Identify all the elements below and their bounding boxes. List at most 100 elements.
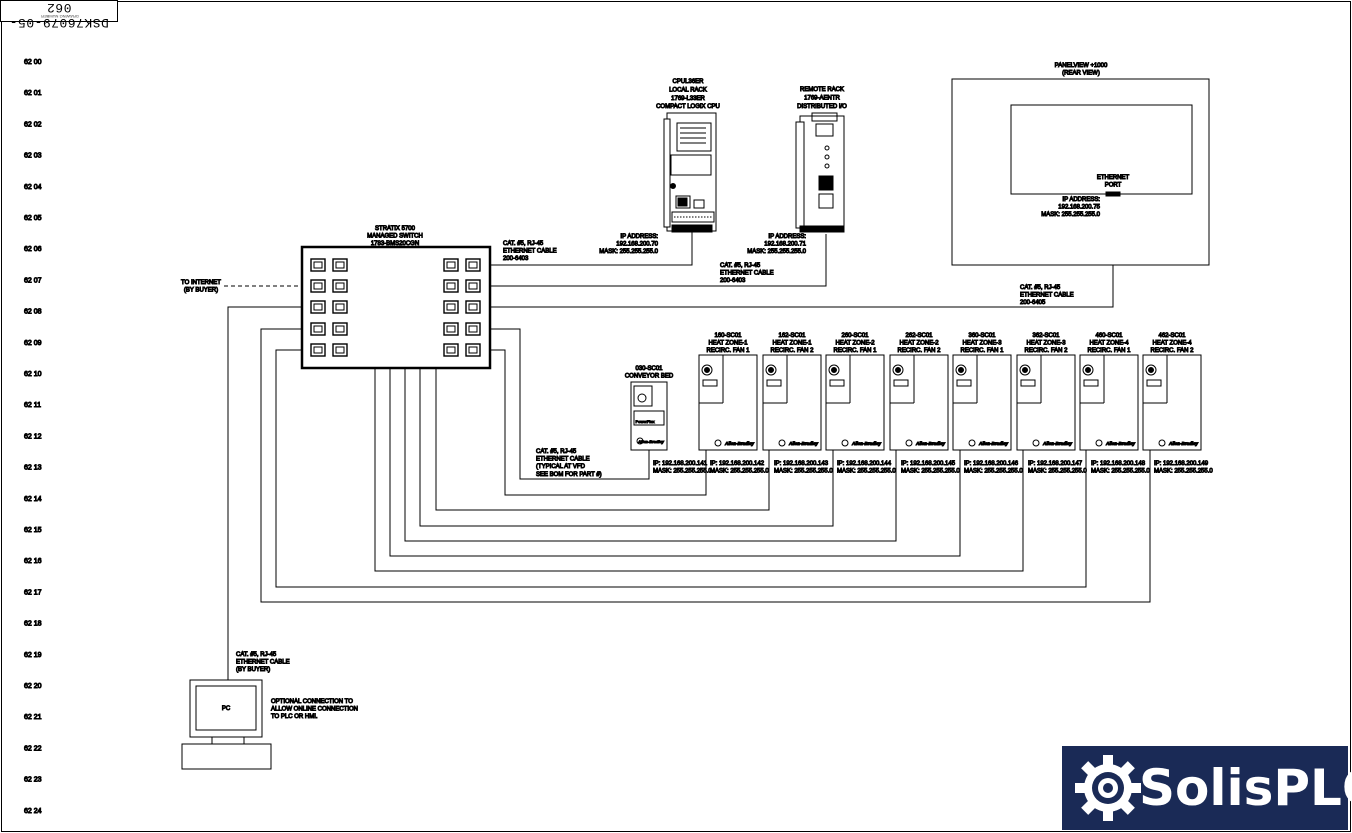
row-number: 62 20 (24, 683, 42, 690)
vfd-brand-1: Allen-Bradley (724, 441, 755, 446)
cable-3-line-2: ETHERNET CABLE (1020, 293, 1074, 299)
conveyor-ip-line-1: IP: 192.168.200.141 (653, 461, 708, 467)
switch-title-line-1: STRATIX 5700 (375, 226, 416, 232)
cable-2-line-2: ETHERNET CABLE (720, 271, 774, 277)
panelview-bezel (951, 78, 1210, 266)
remote-rack-drawing (795, 112, 845, 233)
vfd-drive-1: Allen-Bradley (698, 354, 758, 451)
cable-vfd-line-3: (TYPICAL AT VFD (536, 464, 586, 470)
vfd-drive-8: Allen-Bradley (1142, 354, 1202, 451)
vfd-drive-6: Allen-Bradley (1016, 354, 1076, 451)
vfd-4-title-line-1: 262-SC01 (905, 333, 933, 339)
vfd-3-title-line-2: HEAT ZONE-2 (835, 341, 875, 347)
row-number: 62 24 (24, 808, 42, 815)
vfd-brand-7: Allen-Bradley (1105, 441, 1136, 446)
switch-port (443, 279, 459, 293)
switch-port (332, 279, 348, 293)
conveyor-brand: Allen-Bradley (637, 439, 665, 444)
switch-port (443, 258, 459, 272)
row-number: 62 07 (24, 277, 42, 284)
row-number: 62 15 (24, 527, 42, 534)
conveyor-vfd-drawing (630, 381, 668, 451)
vfd-5-title-line-1: 360-SC01 (968, 333, 996, 339)
vfd-drive-2: Allen-Bradley (762, 354, 822, 451)
vfd-8-title-line-3: RECIRC. FAN 2 (1150, 348, 1194, 354)
vfd-drive-4: Allen-Bradley (889, 354, 949, 451)
vfd-4-title-line-2: HEAT ZONE-2 (899, 341, 939, 347)
vfd-1-title-line-1: 160-SC01 (714, 333, 742, 339)
vfd-4-title-line-3: RECIRC. FAN 2 (897, 348, 941, 354)
switch-body (300, 245, 492, 370)
plc-ip-line-1: IP ADDRESS: (620, 234, 658, 240)
cable-vfd-line-4: SEE BOM FOR PART #) (536, 472, 602, 478)
switch-title-line-3: 1783-BMS20CGN (371, 241, 419, 247)
cable-2-line-1: CAT. #5, RJ-45 (720, 263, 761, 269)
row-number: 62 14 (24, 496, 42, 503)
vfd-7-ip-line-1: IP: 192.168.200.148 (1091, 461, 1146, 467)
plc-title-line-4: COMPACT LOGIX CPU (656, 104, 720, 110)
vfd-drive-7: Allen-Bradley (1079, 354, 1139, 451)
switch-port (310, 322, 326, 336)
vfd-brand-4: Allen-Bradley (915, 441, 946, 446)
panelview-back (1010, 104, 1193, 195)
vfd-5-ip-line-1: IP: 192.168.200.146 (964, 461, 1019, 467)
switch-port (332, 322, 348, 336)
remote-ip-line-2: 192.168.200.71 (764, 242, 806, 248)
row-number: 62 06 (24, 246, 42, 253)
switch-port (310, 258, 326, 272)
vfd-2-title-line-1: 162-SC01 (778, 333, 806, 339)
row-number: 62 01 (24, 90, 42, 97)
switch-port (465, 343, 481, 357)
cable-vfd-line-1: CAT. #5, RJ-45 (536, 449, 577, 455)
cable-1-line-1: CAT. #5, RJ-45 (503, 241, 544, 247)
row-number: 62 21 (24, 714, 42, 721)
vfd-8-ip-line-2: MASK: 255.255.255.0 (1154, 469, 1213, 475)
vfd-7-ip-line-2: MASK: 255.255.255.0 (1091, 469, 1150, 475)
cable-to-vfd-7 (275, 349, 1087, 588)
switch-port (332, 300, 348, 314)
vfd-5-ip-line-2: MASK: 255.255.255.0 (964, 469, 1023, 475)
vfd-2-ip-line-1: IP: 192.168.200.143 (774, 461, 829, 467)
pc-label: PC (222, 706, 231, 712)
cable-pc-line-1: CAT. #5, RJ-45 (236, 652, 277, 658)
cable-3-line-1: CAT. #5, RJ-45 (1020, 285, 1061, 291)
vfd-3-ip-line-1: IP: 192.168.200.144 (837, 461, 892, 467)
row-number: 62 09 (24, 340, 42, 347)
vfd-5-title-line-3: RECIRC. FAN 1 (960, 348, 1004, 354)
vfd-drive-3: Allen-Bradley (825, 354, 885, 451)
switch-port (443, 322, 459, 336)
conveyor-unit: PowerFlex (636, 419, 655, 424)
row-number: 62 19 (24, 652, 42, 659)
switch-port (310, 343, 326, 357)
row-number: 62 11 (24, 402, 41, 409)
row-number: 62 17 (24, 589, 42, 596)
switch-port (443, 343, 459, 357)
row-number: 62 18 (24, 621, 42, 628)
internet-label-line-1: TO INTERNET (181, 280, 221, 286)
vfd-6-title-line-2: HEAT ZONE-3 (1026, 341, 1066, 347)
switch-port (310, 279, 326, 293)
row-number: 62 22 (24, 745, 42, 752)
row-number: 62 13 (24, 465, 42, 472)
vfd-4-ip-line-2: MASK: 255.255.255.0 (901, 469, 960, 475)
cable-switch-to-conveyor (473, 328, 650, 480)
vfd-drive-5: Allen-Bradley (952, 354, 1012, 451)
vfd-7-title-line-3: RECIRC. FAN 1 (1087, 348, 1131, 354)
conveyor-title-line-2: CONVEYOR BED (625, 374, 674, 380)
solisplc-logo-text: SolisPLC (1139, 759, 1352, 817)
row-number: 62 08 (24, 309, 42, 316)
vfd-2-title-line-3: RECIRC. FAN 2 (770, 348, 814, 354)
panelview-title-line-2: (REAR VIEW) (1062, 71, 1100, 77)
panelview-ethernet-port (1105, 191, 1121, 197)
remote-title-line-3: DISTRIBUTED I/O (797, 104, 847, 110)
vfd-5-title-line-2: HEAT ZONE-3 (962, 341, 1002, 347)
cable-vfd-line-2: ETHERNET CABLE (536, 457, 590, 463)
vfd-3-ip-line-2: MASK: 255.255.255.0 (837, 469, 896, 475)
remote-ip-line-3: MASK: 255.255.255.0 (747, 249, 806, 255)
cable-2-line-3: 200-6403 (720, 278, 746, 284)
row-number: 62 05 (24, 215, 42, 222)
cable-switch-to-pc (227, 306, 318, 680)
